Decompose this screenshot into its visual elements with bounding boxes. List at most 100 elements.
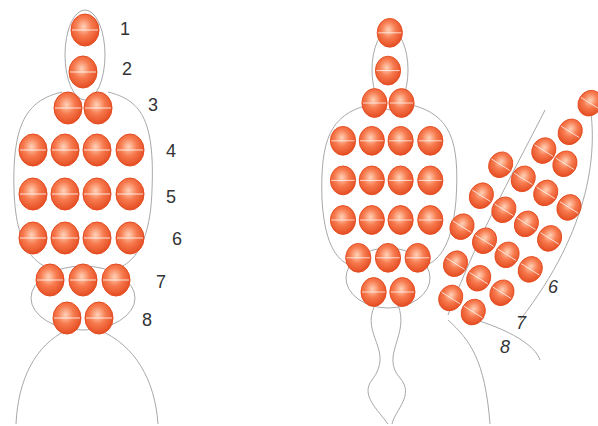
thread-through-bead <box>389 140 412 141</box>
thread-through-bead <box>362 292 385 293</box>
row-number: 8 <box>500 338 510 356</box>
thread-through-bead <box>363 102 386 103</box>
thread-through-bead <box>20 150 46 151</box>
row-number: 7 <box>516 314 526 332</box>
bead <box>116 178 144 210</box>
thread-through-bead <box>390 102 413 103</box>
row-number: 4 <box>166 142 176 160</box>
row-number: 5 <box>166 188 176 206</box>
bead <box>548 146 582 181</box>
bead <box>388 206 413 235</box>
thread-through-bead <box>37 280 63 281</box>
thread-through-bead <box>72 30 98 31</box>
thread-through-bead <box>360 180 383 181</box>
bead <box>54 92 82 124</box>
thread-through-bead <box>556 158 574 169</box>
bead <box>418 126 443 155</box>
thread-through-bead <box>117 150 143 151</box>
bead <box>533 221 567 256</box>
thread-through-bead <box>20 194 46 195</box>
row-number: 1 <box>120 20 130 38</box>
bead <box>330 206 355 235</box>
thread-through-bead <box>376 257 399 258</box>
bead <box>69 264 97 296</box>
bead <box>69 56 97 88</box>
thread-through-bead <box>70 280 96 281</box>
thread-through-bead <box>464 306 482 317</box>
thread-through-bead <box>391 292 414 293</box>
bead <box>485 275 519 310</box>
bead <box>418 206 443 235</box>
thread-through-bead <box>84 194 110 195</box>
bead <box>102 264 130 296</box>
bead <box>553 114 587 149</box>
thread-through-bead <box>419 220 442 221</box>
thread-through-bead <box>389 180 412 181</box>
thread-through-bead <box>581 97 598 108</box>
thread-through-bead <box>85 108 111 109</box>
thread-through-bead <box>514 173 532 184</box>
thread-through-bead <box>117 238 143 239</box>
bead <box>51 178 79 210</box>
thread-through-bead <box>84 238 110 239</box>
row-number: 3 <box>148 96 158 114</box>
thread-through-bead <box>472 190 490 201</box>
thread-through-bead <box>389 220 412 221</box>
bead <box>405 243 430 272</box>
thread-through-bead <box>521 264 539 275</box>
bead <box>456 295 490 330</box>
bead <box>116 134 144 166</box>
thread-through-bead <box>103 280 129 281</box>
bead <box>377 18 402 47</box>
bead-pattern <box>19 14 144 334</box>
thread-through-bead <box>70 72 96 73</box>
thread-through-bead <box>419 140 442 141</box>
thread-through-bead <box>52 150 78 151</box>
thread-through-bead <box>492 159 510 170</box>
bead <box>552 190 586 225</box>
thread-through-bead <box>331 220 354 221</box>
bead <box>19 178 47 210</box>
thread-through-bead <box>453 221 471 232</box>
row-number: 2 <box>122 60 132 78</box>
thread-through-bead <box>561 126 579 137</box>
bead <box>330 126 355 155</box>
bead <box>83 178 111 210</box>
thread-through-bead <box>331 140 354 141</box>
thread-through-bead <box>52 194 78 195</box>
bead <box>375 56 400 85</box>
thread-through-bead <box>331 180 354 181</box>
bead <box>418 166 443 195</box>
thread-through-bead <box>442 292 460 303</box>
thread-through-bead <box>540 233 558 244</box>
bead <box>83 222 111 254</box>
bead-pattern <box>410 63 598 343</box>
thread-through-bead <box>84 150 110 151</box>
thread-through-bead <box>493 287 511 298</box>
bead <box>388 166 413 195</box>
bead <box>375 243 400 272</box>
bead <box>361 278 386 307</box>
bead <box>330 166 355 195</box>
row-number: 8 <box>142 311 152 329</box>
bead <box>513 252 547 287</box>
thread-through-bead <box>498 249 516 260</box>
thread-through-bead <box>378 32 401 33</box>
thread-through-bead <box>55 108 81 109</box>
thread-through-bead <box>535 145 553 156</box>
thread <box>14 10 158 424</box>
bead-pattern <box>330 18 443 306</box>
bead <box>19 222 47 254</box>
thread-through-bead <box>517 218 535 229</box>
bead <box>359 206 384 235</box>
bead <box>84 92 112 124</box>
thread-through-bead <box>475 235 493 246</box>
bead <box>346 243 371 272</box>
bead <box>19 134 47 166</box>
thread-through-bead <box>376 70 399 71</box>
thread-through-bead <box>360 140 383 141</box>
thread-through-bead <box>347 257 370 258</box>
thread-through-bead <box>419 180 442 181</box>
thread-through-bead <box>20 238 46 239</box>
